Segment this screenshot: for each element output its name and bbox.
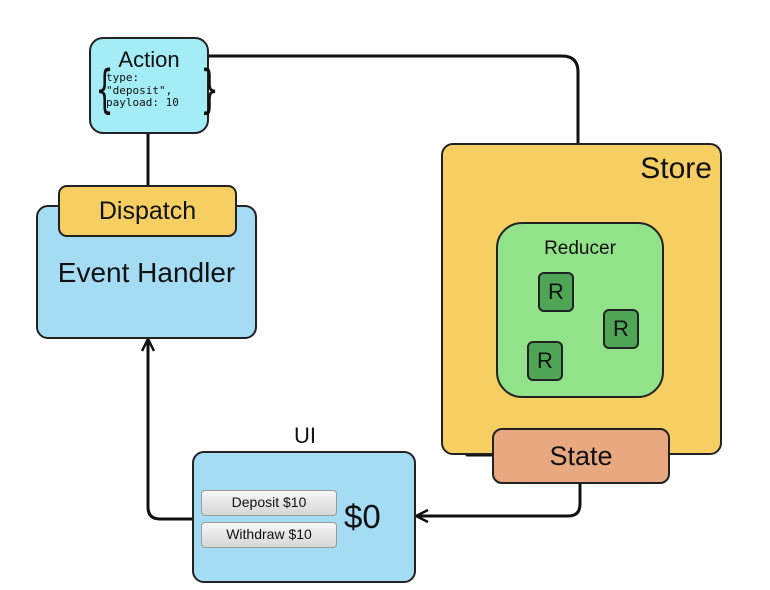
code-line: payload: 10 [106, 96, 179, 109]
store-title: Store [640, 152, 712, 185]
dispatch-box [58, 185, 237, 237]
ui-title: UI [294, 423, 316, 448]
right-brace-icon: } [200, 60, 219, 120]
action-title: Action [118, 47, 180, 72]
reducer-item: R [603, 309, 639, 349]
store-container [441, 143, 722, 455]
arrow-action-to-store [209, 54, 578, 222]
state-label: State [549, 441, 613, 471]
balance-display: $0 [344, 498, 381, 535]
event-handler-label: Event Handler [57, 257, 236, 288]
reducer-title: Reducer [544, 238, 616, 259]
reducer-item: R [527, 341, 563, 381]
action-box [89, 37, 209, 134]
code-line: type: [106, 71, 140, 84]
code-line: "deposit", [106, 83, 173, 97]
deposit-button[interactable]: Deposit $10 [201, 490, 337, 516]
left-brace-icon: { [95, 60, 114, 120]
reducer-item: R [538, 272, 574, 312]
ui-panel [192, 451, 416, 583]
state-box [492, 428, 670, 484]
withdraw-button[interactable]: Withdraw $10 [201, 522, 337, 548]
action-payload-code: type:"deposit",payload: 10 [106, 71, 179, 110]
arrow-state-to-ui [416, 484, 582, 516]
dispatch-label: Dispatch [98, 197, 197, 225]
arrow-ui-to-handler [148, 339, 192, 521]
